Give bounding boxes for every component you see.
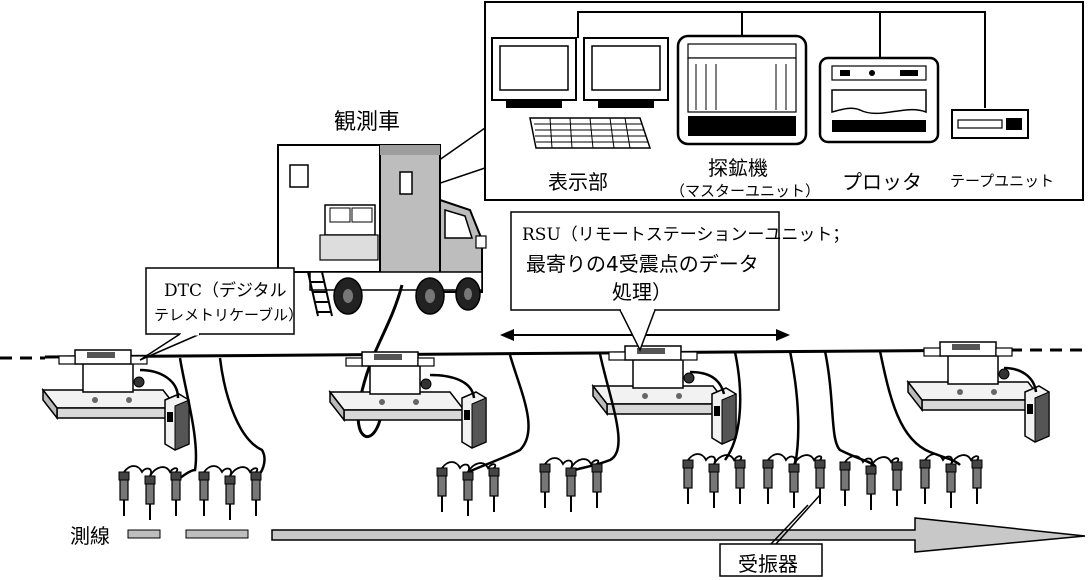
observation-truck — [277, 144, 487, 317]
geophone-group-3 — [437, 462, 499, 516]
battery-2 — [461, 391, 487, 449]
recorder-label-line2: （マスターユニット） — [670, 182, 821, 200]
rsu-label-line1: RSU（リモートステーションーユニット； — [522, 225, 850, 245]
survey-line-label: 測線 — [70, 524, 110, 548]
rsu-label-line2: 最寄りの4受震点のデータ — [526, 252, 759, 276]
rsu-unit-4 — [907, 341, 1043, 411]
recorder-label-line1: 探鉱機 — [708, 156, 768, 180]
display-monitors — [491, 37, 669, 149]
geophone-group-2 — [199, 466, 261, 520]
geophone-cables — [177, 350, 961, 481]
survey-direction-arrow — [127, 517, 1086, 553]
recorder-master-unit — [676, 34, 808, 146]
geophone-group-5 — [683, 454, 745, 508]
display-label: 表示部 — [548, 170, 608, 194]
rsu-unit-1 — [42, 349, 178, 419]
dtc-callout-box — [145, 267, 295, 335]
geophone-label-box — [719, 543, 823, 577]
survey-line-cable — [44, 348, 1011, 359]
dtc-label-line2: テレメトリケーブル） — [154, 306, 304, 324]
dtc-callout-pointer — [139, 333, 201, 361]
geophone-group-8 — [920, 454, 982, 508]
plotter — [818, 56, 940, 144]
geophone-label-pointers — [769, 494, 821, 546]
battery-4 — [1024, 385, 1050, 443]
rsu-unit-2 — [329, 351, 465, 421]
battery-1 — [164, 393, 190, 451]
vehicle-label: 観測車 — [334, 110, 401, 135]
geophone-group-7 — [840, 456, 902, 510]
tape-unit — [951, 109, 1029, 139]
geophone-label: 受振器 — [738, 552, 798, 576]
rsu-label-line3: 処理） — [612, 280, 672, 304]
plotter-label: プロッタ — [842, 170, 922, 194]
dtc-label-line1: DTC（デジタル — [164, 281, 287, 301]
battery-3 — [711, 387, 737, 445]
rsu-callout-box — [510, 211, 780, 311]
geophone-group-1 — [119, 466, 181, 520]
tape-unit-label: テープユニット — [950, 172, 1055, 190]
rsu-callout-pointer — [619, 309, 656, 352]
geophone-group-4 — [540, 458, 602, 512]
